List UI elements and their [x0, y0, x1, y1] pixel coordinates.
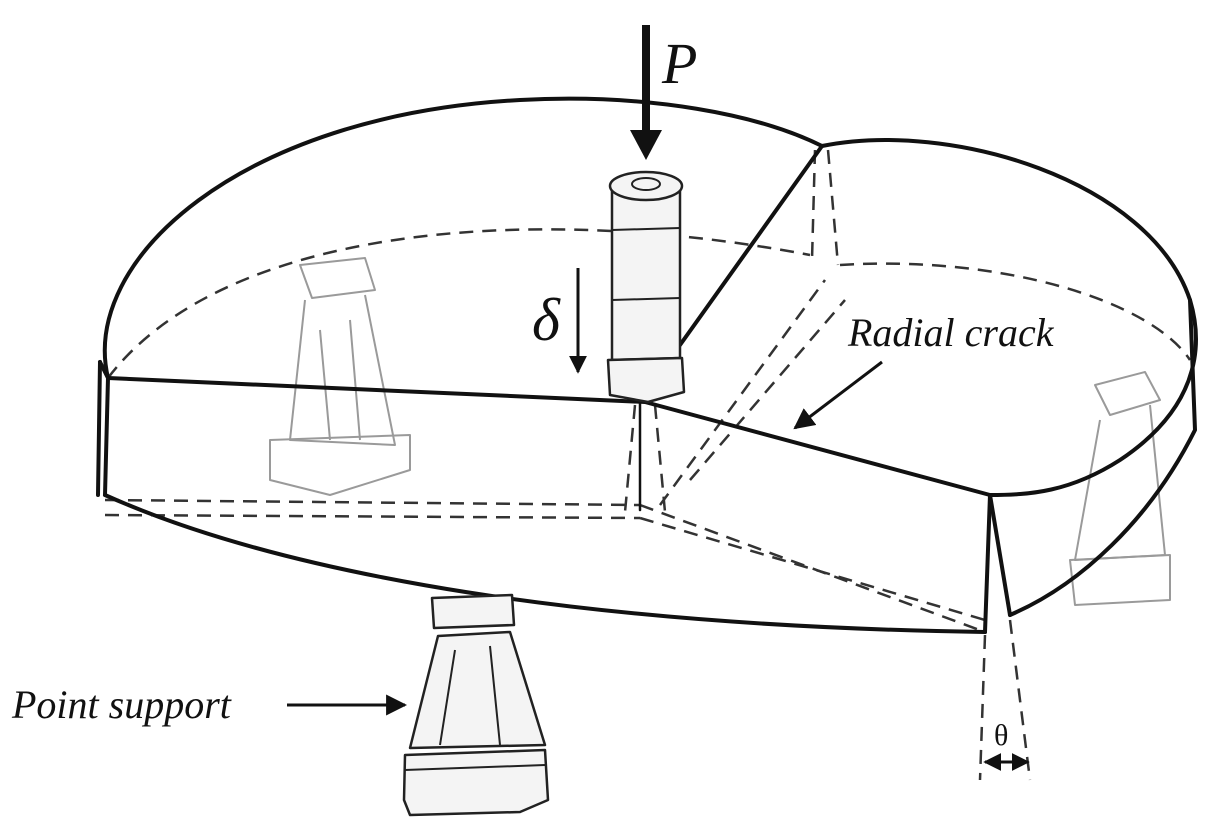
- loading-pin: [606, 170, 686, 404]
- radial-crack-pointer: [793, 360, 883, 430]
- angle-indicator: [978, 619, 1032, 781]
- load-label: P: [661, 31, 697, 96]
- angle-label: θ: [994, 719, 1008, 752]
- point-support: [402, 593, 550, 817]
- radial-crack-label: Radial crack: [847, 310, 1055, 355]
- disk: [96, 96, 1198, 634]
- load-arrow: [630, 25, 662, 160]
- point-support-label: Point support: [11, 682, 232, 727]
- hidden-lines: [104, 149, 1192, 634]
- hidden-support-left: [269, 257, 411, 496]
- hidden-support-right: [1069, 371, 1171, 606]
- deflection-label: δ: [532, 287, 561, 353]
